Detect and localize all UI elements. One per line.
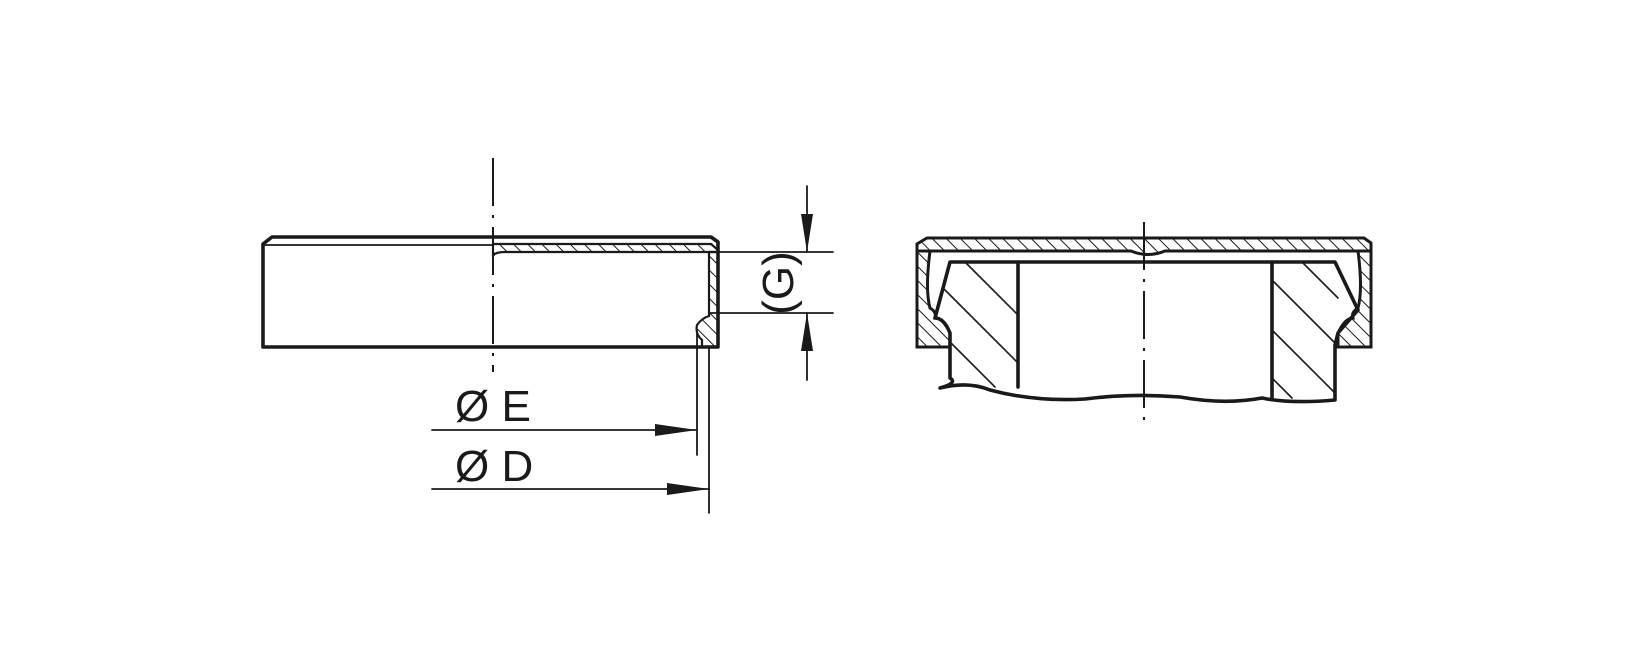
inner-diameter-dimension: Ø E [431, 329, 698, 456]
cap-half-section-view [261, 158, 720, 372]
inner-diameter-arrow [655, 424, 697, 436]
bottle-neck-outline [933, 260, 1360, 404]
height-arrow-bottom [801, 313, 813, 351]
height-dimension: (G) [708, 185, 834, 381]
neck-hatch-left [942, 261, 1019, 388]
cap-on-neck-section-view [915, 222, 1373, 420]
outer-diameter-arrow [667, 483, 709, 495]
outer-diameter-label: Ø D [455, 442, 533, 491]
height-arrow-top [801, 214, 813, 252]
cap-right-wall [1336, 243, 1373, 349]
cap-side-wall-section [695, 250, 720, 349]
height-label: (G) [754, 251, 803, 315]
neck-hatch-right [1271, 261, 1339, 399]
cap-left-wall [915, 244, 952, 349]
cap-top-wall-section [491, 242, 720, 257]
cap-outline [261, 235, 720, 349]
outer-diameter-dimension: Ø D [431, 346, 710, 514]
inner-diameter-label: Ø E [455, 382, 531, 431]
